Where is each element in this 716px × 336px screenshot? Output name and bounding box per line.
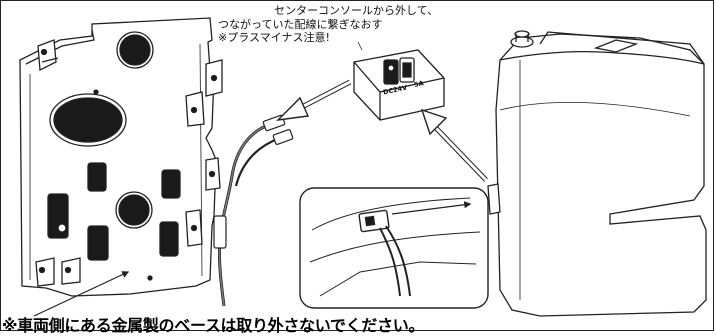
power-socket — [353, 49, 445, 121]
callout-line-2: つながっていた配線に繋ぎなおす — [218, 17, 383, 31]
wiring-harness — [213, 114, 294, 307]
warning-text: ※車両側にある金属製のベースは取り外さないでください。 — [2, 316, 425, 335]
instruction-callout: センターコンソールから外して、 つながっていた配線に繋ぎなおす ※プラスマイナス… — [218, 4, 548, 45]
callout-line-1: センターコンソールから外して、 — [274, 4, 439, 17]
metal-base-plate — [19, 17, 223, 297]
callout-line-3: ※プラスマイナス注意! — [218, 31, 330, 44]
center-console — [487, 30, 707, 317]
arrow-console-to-socket — [420, 108, 488, 182]
arrow-socket-to-wires — [276, 79, 352, 121]
inset-detail — [299, 187, 489, 309]
warning-pointer — [33, 271, 130, 317]
